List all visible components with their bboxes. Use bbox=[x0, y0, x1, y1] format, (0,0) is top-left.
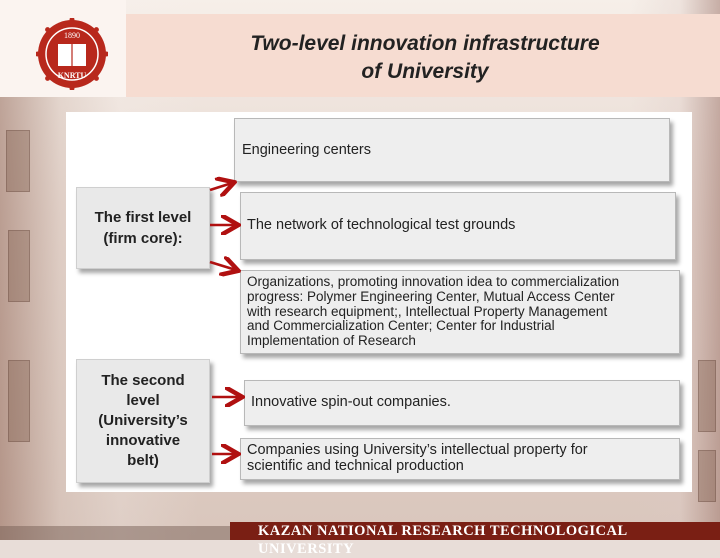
title-line-1: Two-level innovation infrastructure bbox=[250, 32, 600, 55]
second-level-line-5: belt) bbox=[127, 452, 159, 469]
title-band bbox=[126, 14, 720, 97]
organizations-text: Organizations, promoting innovation idea… bbox=[241, 274, 625, 349]
organizations-line-5: Implementation of Research bbox=[247, 333, 416, 349]
second-level-line-1: The second bbox=[101, 372, 185, 389]
background-window bbox=[698, 360, 716, 432]
first-level-box: The first level (firm core): bbox=[76, 187, 210, 269]
organizations-box: Organizations, promoting innovation idea… bbox=[240, 270, 680, 354]
second-level-line-4: innovative bbox=[105, 432, 181, 449]
companies-box: Companies using University’s intellectua… bbox=[240, 438, 680, 480]
spin-out-label: Innovative spin-out companies. bbox=[251, 394, 451, 410]
organizations-line-1: Organizations, promoting innovation idea… bbox=[247, 274, 620, 289]
first-level-line-1: The first level bbox=[94, 209, 192, 226]
companies-text: Companies using University’s intellectua… bbox=[241, 442, 594, 474]
companies-line-2: scientific and technical production bbox=[247, 458, 464, 474]
arrows-layer bbox=[209, 0, 720, 540]
background-window bbox=[8, 230, 30, 302]
second-level-line-3: (University’s bbox=[98, 412, 188, 429]
university-logo: 1890 KNRTU bbox=[36, 18, 108, 90]
organizations-line-2: progress: Polymer Engineering Center, Mu… bbox=[247, 288, 615, 304]
logo-abbr: KNRTU bbox=[58, 71, 87, 80]
engineering-centers-label: Engineering centers bbox=[242, 142, 371, 158]
page-title: Two-level innovation infrastructure of U… bbox=[160, 30, 690, 86]
organizations-line-4: and Commercialization Center; Center for… bbox=[247, 318, 555, 334]
background-window bbox=[698, 450, 716, 502]
test-grounds-label: The network of technological test ground… bbox=[247, 217, 516, 233]
companies-line-1: Companies using University’s intellectua… bbox=[247, 442, 588, 458]
title-line-2: of University bbox=[361, 60, 489, 83]
second-level-box: The second level (University’s innovativ… bbox=[76, 359, 210, 483]
footer-left-strip bbox=[0, 526, 230, 540]
background-window bbox=[6, 130, 30, 192]
spin-out-box: Innovative spin-out companies. bbox=[244, 380, 680, 426]
footer-band bbox=[230, 522, 720, 540]
organizations-line-3: with research equipment;, Intellectual P… bbox=[247, 303, 608, 319]
arrow-to-engineering-centers bbox=[209, 183, 232, 190]
arrow-to-organizations bbox=[209, 262, 236, 270]
background-window bbox=[8, 360, 30, 442]
footer-university-name: KAZAN NATIONAL RESEARCH TECHNOLOGICAL UN… bbox=[258, 523, 627, 557]
engineering-centers-box: Engineering centers bbox=[234, 118, 670, 182]
second-level-line-2: level bbox=[126, 392, 160, 409]
first-level-line-2: (firm core): bbox=[103, 230, 183, 247]
logo-year: 1890 bbox=[64, 31, 80, 40]
test-grounds-box: The network of technological test ground… bbox=[240, 192, 676, 260]
